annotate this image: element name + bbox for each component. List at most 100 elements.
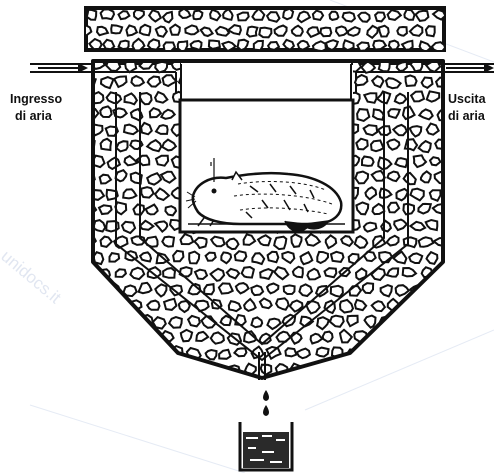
stone [155,189,169,201]
stone [365,187,376,199]
stone [181,330,192,341]
stone [311,334,323,344]
stone [381,221,391,232]
stone [372,301,385,311]
stone [422,333,432,344]
stone [162,237,174,247]
stone [181,234,194,244]
stone [409,253,422,263]
stone [90,282,104,293]
stone [206,350,217,359]
stone [371,141,384,152]
stone [116,331,129,342]
stone [355,366,367,376]
stone [343,12,355,21]
stone [347,316,358,326]
stone [373,204,385,214]
stone [124,125,138,135]
stone [326,364,336,375]
stone [389,41,399,50]
stone [211,237,224,247]
stone [197,365,208,376]
stone [268,42,279,50]
stone [173,251,183,261]
stone [406,75,417,86]
stone [372,76,383,87]
stone [410,189,423,201]
stone [349,286,361,296]
stone [356,139,367,150]
stone [267,319,280,329]
stone [221,316,231,325]
stone [181,365,193,377]
stone [340,330,352,343]
stone [254,41,263,50]
stone [321,28,332,37]
stone [122,351,134,360]
stone [355,300,366,310]
stone [363,283,374,293]
stone [147,140,161,151]
stone [155,284,166,296]
stone [236,283,249,293]
stone [395,316,408,327]
stone [416,11,429,21]
stone [419,237,434,247]
stone [156,156,168,166]
stone [331,252,344,262]
stone [291,234,301,247]
stone [101,9,114,19]
stone [103,40,114,50]
stone [125,156,138,165]
stone [83,301,96,312]
stone [156,125,168,134]
stone [395,94,406,104]
stone [307,77,318,89]
stone [405,139,417,150]
stone [206,253,216,261]
stone [306,234,320,246]
stone [363,348,374,358]
stone [412,317,423,328]
stone [179,301,190,312]
stone [99,205,112,214]
stone [84,365,96,376]
stone [267,12,279,22]
stone [132,364,143,373]
stone [163,268,175,278]
stone [170,25,180,35]
stone [313,11,323,20]
stone [326,235,337,248]
stone [373,109,384,119]
stone [137,156,149,166]
stone [274,237,286,249]
stone [435,301,448,312]
stone [123,189,136,198]
stone [381,285,392,296]
stone [161,110,174,119]
stone [216,27,229,36]
inlet-label-line2: di aria [15,109,53,123]
stone [195,76,207,86]
stone [380,189,392,198]
stone [142,348,152,359]
stone [307,269,320,280]
stone [435,333,446,345]
stone [297,349,310,359]
stone [147,301,159,310]
stone [100,301,113,310]
stone [437,363,449,374]
stone [116,170,127,181]
stone [396,285,409,296]
stone [426,348,440,359]
stone [427,316,441,327]
stone [211,332,224,343]
outlet-label-line2: di aria [448,109,486,123]
stone [430,157,440,165]
stone [379,26,389,37]
stone [282,252,294,263]
stone [133,331,142,342]
stone [169,317,182,328]
stone [340,364,351,375]
